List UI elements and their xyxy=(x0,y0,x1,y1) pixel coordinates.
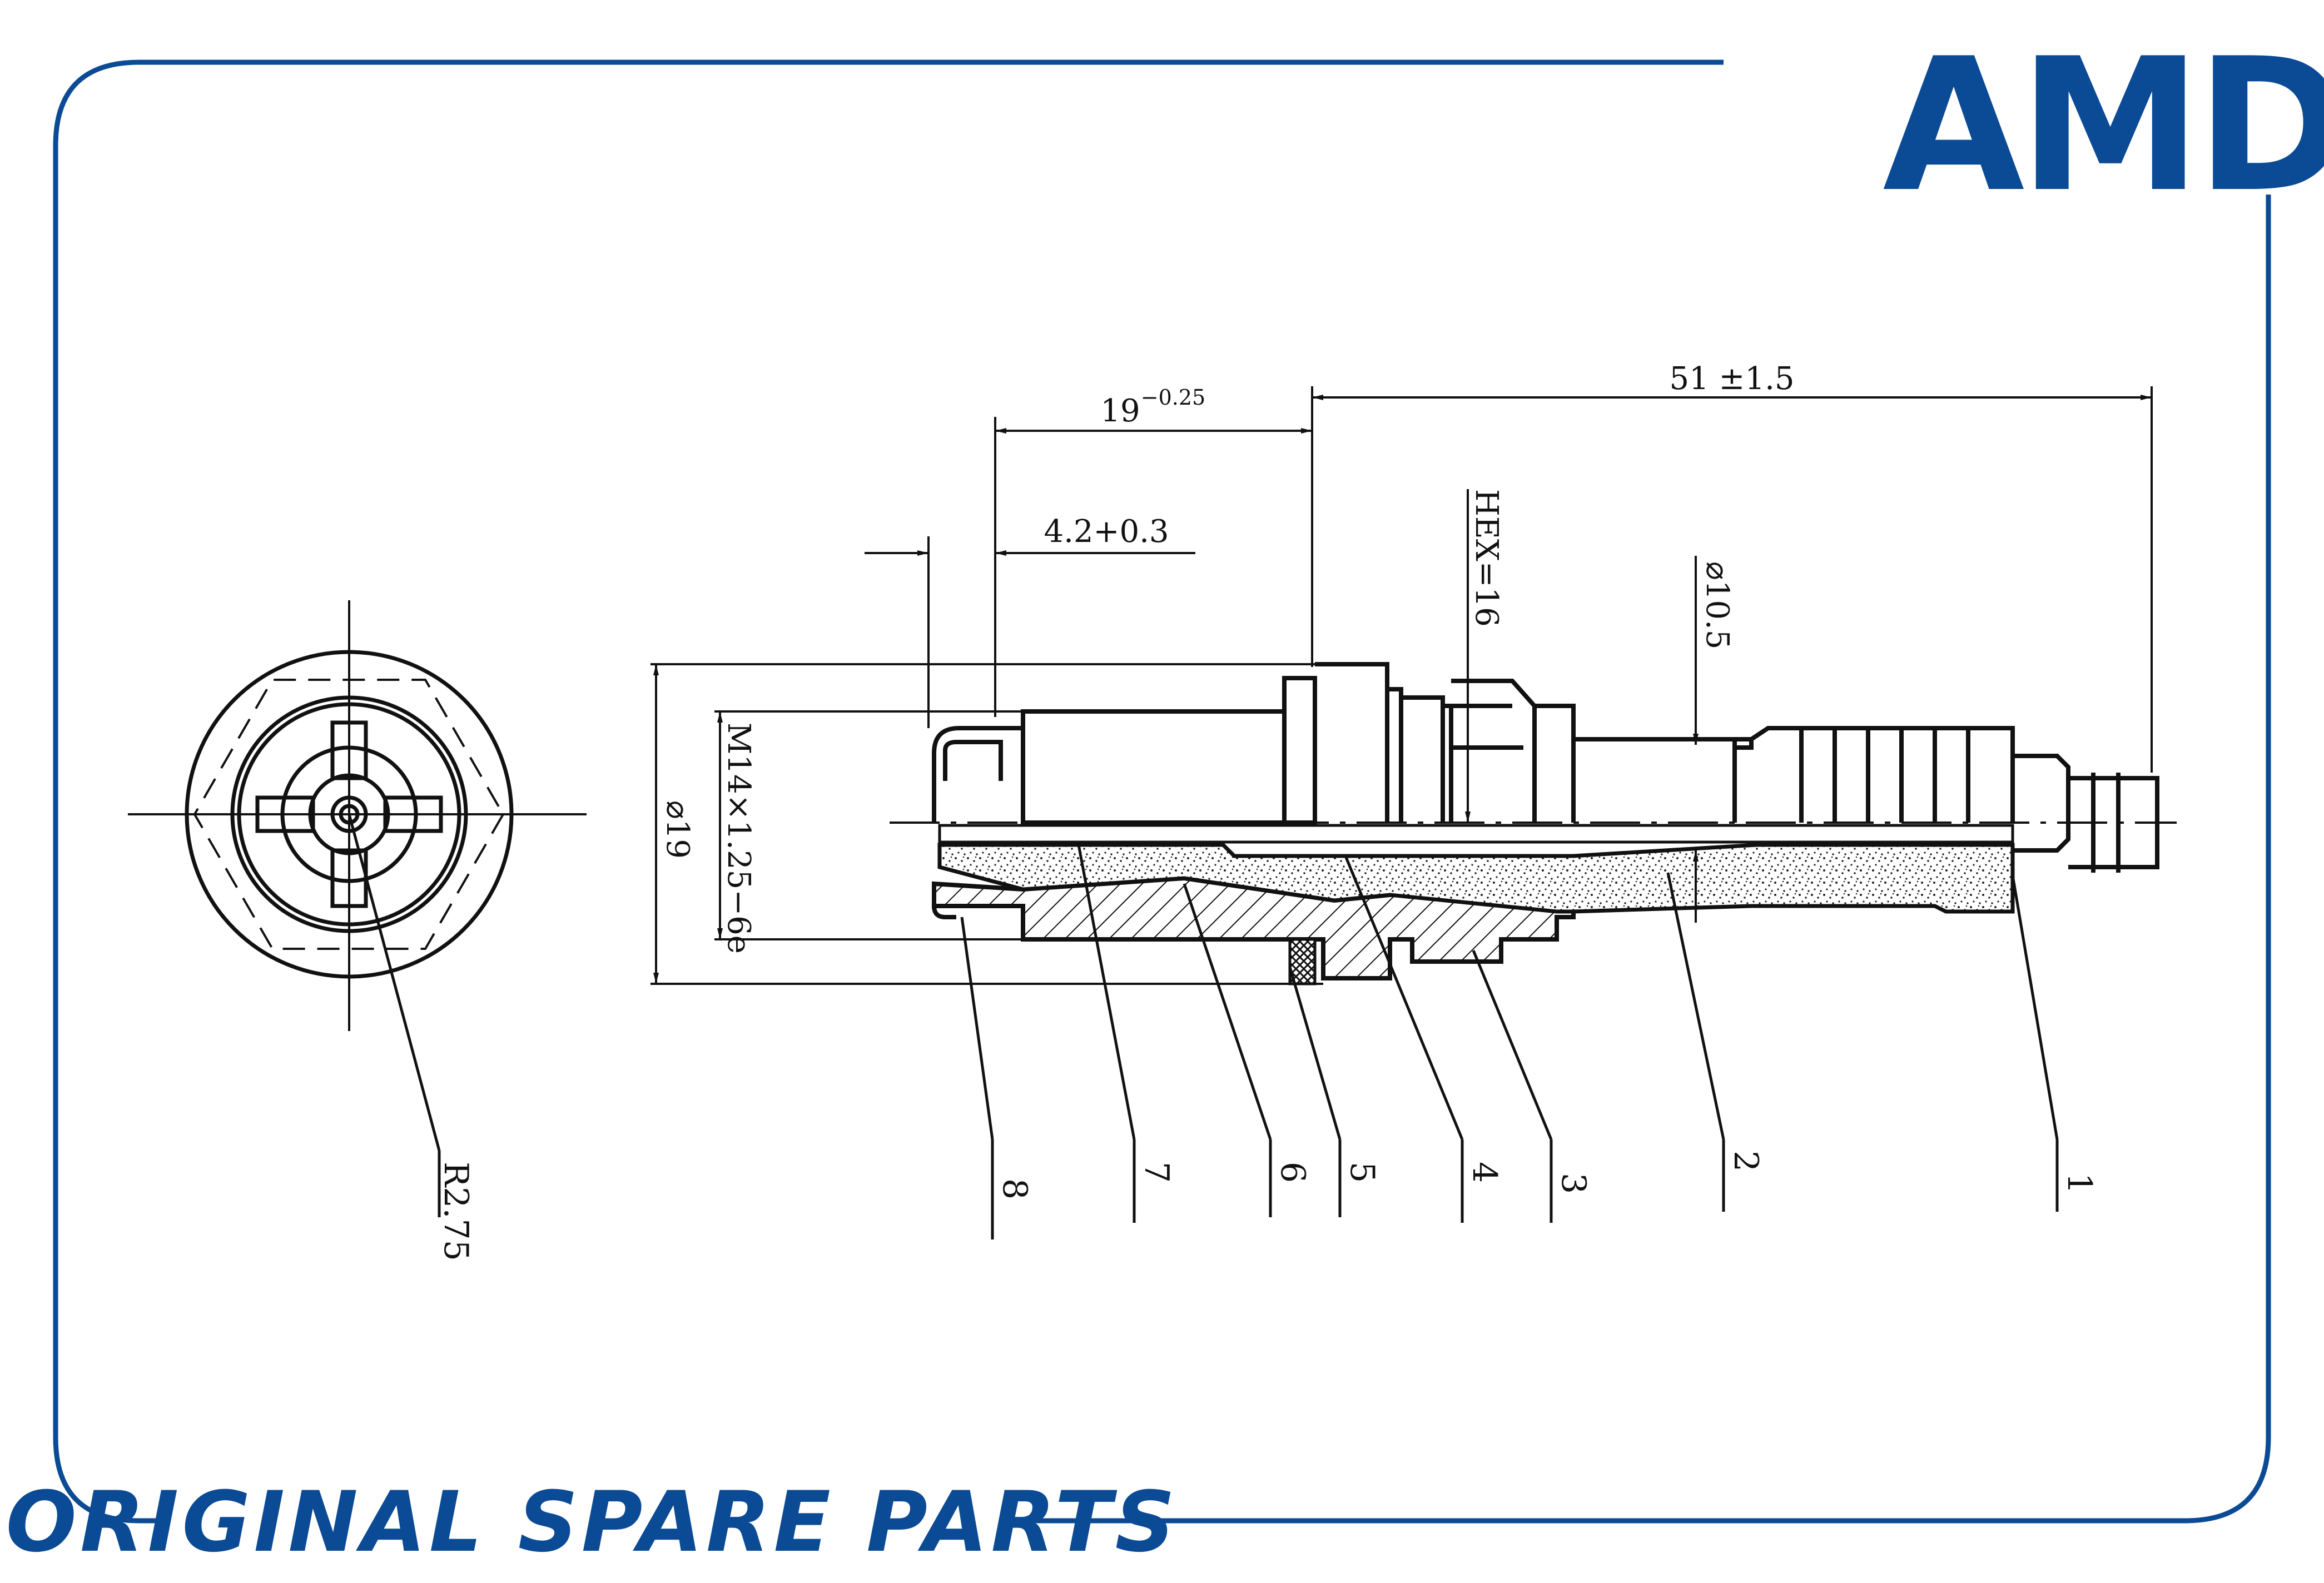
footer-brand-text: ORIGINAL SPARE PARTS xyxy=(6,1474,1178,1571)
overall-length-label: 51 ±1.5 xyxy=(1669,361,1794,397)
insulator-diameter-label: ⌀10.5 xyxy=(1699,561,1735,649)
gap-label: 4.2+0.3 xyxy=(1044,514,1169,550)
callout-leaders xyxy=(960,844,2059,1239)
radius-label: R2.75 xyxy=(436,1162,475,1261)
callout-8: 8 xyxy=(995,1178,1034,1199)
hex-label: HEX=16 xyxy=(1468,489,1504,627)
amd-logo: AMD xyxy=(1883,19,2324,232)
logo-text: AMD xyxy=(1883,19,2324,232)
thread-reach-label: 19 xyxy=(1100,393,1140,429)
callout-6: 6 xyxy=(1273,1162,1312,1183)
end-view xyxy=(128,600,587,1217)
callout-3: 3 xyxy=(1554,1173,1593,1194)
side-view xyxy=(890,662,2177,985)
callout-2: 2 xyxy=(1726,1151,1765,1172)
dimension-lines xyxy=(650,386,2153,985)
callout-4: 4 xyxy=(1465,1162,1504,1183)
callout-1: 1 xyxy=(2060,1173,2099,1194)
frame-border xyxy=(53,59,2271,1524)
body-diameter-label: ⌀19 xyxy=(659,800,696,859)
callout-5: 5 xyxy=(1343,1162,1382,1183)
thread-label: M14×1.25−6e xyxy=(721,723,757,954)
thread-reach-tolerance: −0.25 xyxy=(1141,385,1205,410)
callout-7: 7 xyxy=(1137,1162,1176,1183)
